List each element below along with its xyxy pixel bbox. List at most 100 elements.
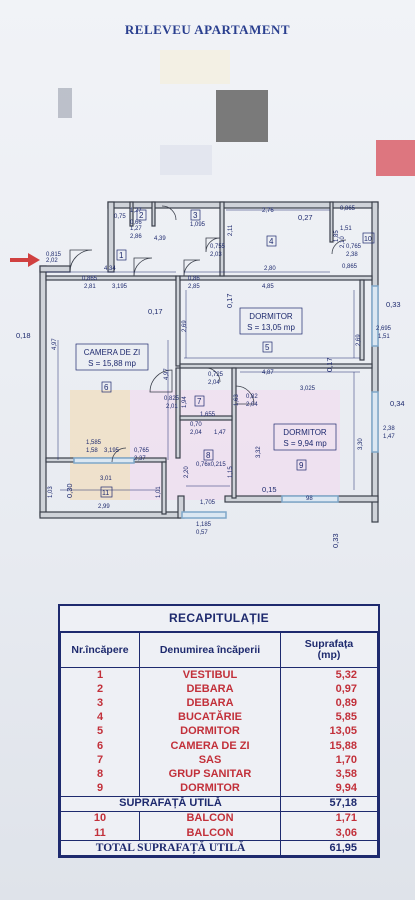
util-row: SUPRAFAȚĂ UTILĂ 57,18 — [60, 795, 378, 812]
dim-2-695: 2,695 — [376, 326, 392, 332]
wall-kitchen-left — [219, 201, 225, 277]
room-number-4: 4 — [269, 237, 274, 246]
room-9-label: DORMITOR S = 9,94 mp — [273, 423, 337, 451]
dim-3-32: 3,32 — [256, 446, 262, 458]
dim-1-01: 1,01 — [156, 486, 162, 498]
svg-text:DORMITOR: DORMITOR — [249, 312, 293, 321]
dim-2-20: 2,20 — [184, 466, 190, 478]
wall-sas-bottom — [179, 415, 233, 421]
dim-2-01: 2,01 — [166, 404, 178, 410]
dim-2-69a: 2,69 — [182, 320, 188, 332]
wall-left — [39, 265, 47, 517]
dim-0-755: 0,755 — [210, 244, 226, 250]
room-number-5: 5 — [265, 343, 270, 352]
dim-4-85: 4,85 — [262, 284, 274, 290]
svg-text:S = 13,05 mp: S = 13,05 mp — [247, 323, 295, 332]
dim-2-38: 2,38 — [346, 252, 358, 258]
door-sas-living — [149, 369, 173, 393]
door-living — [133, 257, 153, 277]
dim-0-15: 0,15 — [262, 485, 277, 494]
dim-0-75: 0,75 — [114, 214, 126, 220]
dim-0-765b: 0,765 — [134, 448, 150, 454]
wall-vestibul-left — [107, 201, 115, 273]
dim-1-15: 1,15 — [228, 466, 234, 478]
svg-text:DORMITOR: DORMITOR — [283, 428, 327, 437]
door-kitchen — [205, 237, 221, 253]
door-entry — [69, 249, 93, 273]
wall-entry-top — [39, 265, 71, 273]
room-number-2: 2 — [139, 211, 144, 220]
dim-0-17a: 0,17 — [148, 307, 163, 316]
room-number-7: 7 — [197, 397, 202, 406]
walls — [39, 201, 379, 523]
dim-1-85: 1,85 — [334, 230, 340, 242]
dim-2-03: 2,03 — [210, 252, 222, 258]
room-number-9: 9 — [299, 461, 304, 470]
entry-arrow-icon — [10, 253, 40, 267]
wall-sas-kitchen — [329, 201, 334, 243]
util-value: 57,18 — [280, 795, 378, 812]
dim-0-86: 0,86 — [188, 276, 200, 282]
windows — [73, 285, 379, 519]
dim-2-38b: 2,38 — [383, 426, 395, 432]
dim-2-11: 2,11 — [228, 224, 234, 236]
dim-1-27b: 1,27 — [130, 226, 142, 232]
redacted-block-dark — [58, 88, 72, 118]
dim-4-97b: 4,97 — [164, 368, 170, 380]
dimension-lines — [46, 209, 360, 491]
svg-text:S = 9,94 mp: S = 9,94 mp — [283, 439, 327, 448]
room-number-6: 6 — [104, 383, 109, 392]
wall-balcony11-right — [161, 461, 167, 515]
recap-table: Nr.încăpere Denumirea încăperii Suprafaț… — [60, 632, 378, 857]
dim-4-34: 4,34 — [104, 266, 116, 272]
total-row: TOTAL SUPRAFAȚĂ UTILĂ 61,95 — [60, 840, 378, 857]
dim-0-66: 0,66 — [130, 220, 142, 226]
dimension-labels: 0,18 0,33 0,34 0,33 0,15 2,76 0,27 0,865… — [16, 206, 405, 548]
window-bedroom9 — [371, 391, 379, 453]
dim-0-865a: 0,865 — [340, 206, 356, 212]
redacted-block-red — [376, 140, 415, 176]
dim-0-725: 0,725 — [208, 372, 224, 378]
dim-0-82: 0,82 — [246, 394, 258, 400]
wall-bottom-left — [39, 511, 181, 519]
dim-3-30: 3,30 — [358, 438, 364, 450]
dim-4-97a: 4,97 — [52, 338, 58, 350]
dim-1-655: 1,655 — [200, 412, 216, 418]
dim-0-33b: 0,33 — [331, 533, 340, 548]
room-6-label: CAMERA DE ZI S = 15,88 mp — [75, 343, 149, 371]
dim-1-51a: 1,51 — [340, 226, 352, 232]
dim-2-85: 2,85 — [188, 284, 200, 290]
wall-bath-right — [231, 367, 237, 499]
dim-0-17b: 0,17 — [225, 293, 234, 308]
watermark-logo — [70, 390, 130, 500]
dim-2-04c: 2,04 — [190, 430, 202, 436]
doors — [69, 205, 347, 463]
dim-1-63: 1,63 — [234, 394, 240, 406]
total-value: 61,95 — [280, 840, 378, 857]
dim-3-195a: 3,195 — [112, 284, 128, 290]
wall-right — [371, 201, 379, 523]
dim-0-33a: 0,33 — [386, 300, 401, 309]
dim-1-095: 1,095 — [190, 222, 206, 228]
dim-0-865b: 0,865 — [342, 264, 358, 270]
door-sas-room7 — [205, 367, 221, 383]
dim-2-10: 2,10 — [340, 236, 346, 248]
dim-1-27: 1,27 — [130, 208, 142, 214]
header-area: Suprafața (mp) — [280, 632, 378, 668]
room-number-8: 8 — [206, 451, 211, 460]
dim-2-02: 2,02 — [46, 258, 58, 264]
dim-0-34: 0,34 — [390, 399, 405, 408]
window-bottom — [281, 495, 339, 503]
dim-1-94: 1,94 — [182, 396, 188, 408]
dim-98: 98 — [306, 496, 313, 502]
dim-0-765: 0,765 — [346, 244, 362, 250]
